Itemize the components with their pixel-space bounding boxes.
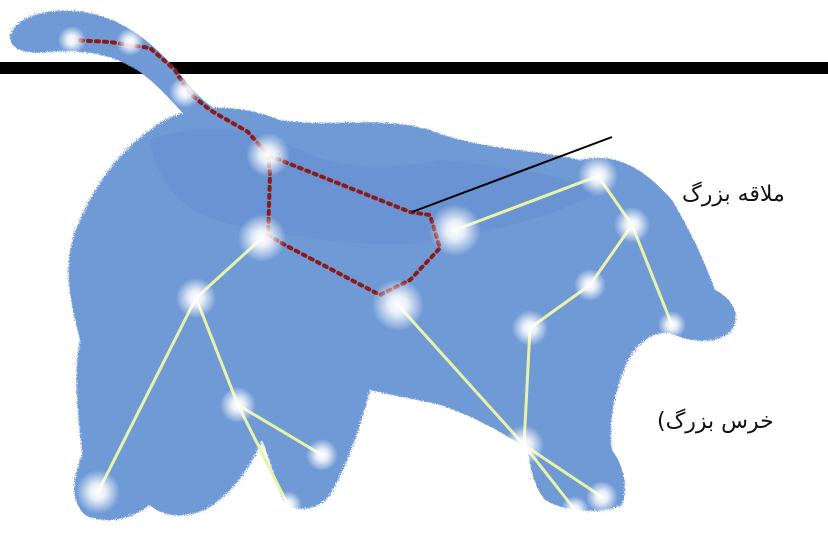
- star: [238, 214, 286, 262]
- star: [658, 311, 686, 339]
- star: [58, 26, 86, 54]
- star: [561, 496, 589, 524]
- great-bear-label: خرس بزرگ): [657, 409, 774, 434]
- star: [372, 279, 424, 331]
- big-dipper-label: ملاقه بزرگ: [682, 182, 785, 207]
- star: [504, 425, 544, 465]
- star: [429, 204, 481, 256]
- star: [274, 491, 302, 519]
- star: [586, 481, 618, 513]
- header-bar: [0, 62, 828, 74]
- star: [578, 156, 618, 196]
- star: [574, 269, 606, 301]
- star: [169, 76, 201, 108]
- star: [116, 28, 144, 56]
- star: [614, 207, 650, 243]
- star: [512, 310, 548, 346]
- star: [306, 439, 338, 471]
- star: [220, 387, 256, 423]
- star: [176, 278, 216, 318]
- star: [246, 133, 290, 177]
- bear-silhouette: [10, 10, 736, 520]
- star: [76, 470, 120, 514]
